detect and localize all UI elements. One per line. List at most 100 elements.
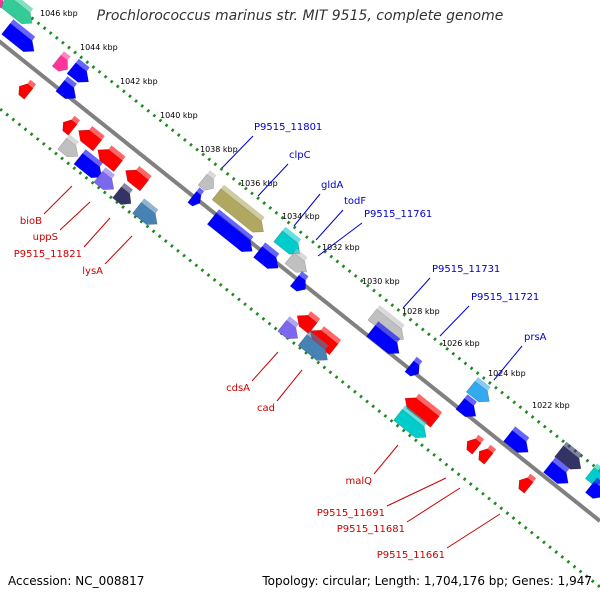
track-dot	[384, 298, 389, 303]
track-dot	[176, 248, 180, 253]
track-dot	[96, 185, 101, 190]
track-dot	[365, 399, 369, 404]
gene-arrow-top	[552, 457, 570, 473]
track-dot	[182, 253, 186, 258]
track-dot	[189, 142, 193, 147]
track-dot	[548, 429, 553, 434]
track-dot	[244, 186, 248, 191]
track-dot	[23, 127, 28, 132]
track-dot	[91, 65, 96, 69]
gene-arrow-top	[464, 394, 477, 406]
forward-gene-label: clpC	[289, 150, 311, 161]
track-dot	[72, 166, 77, 171]
gene-arrow	[455, 397, 477, 418]
track-dot	[450, 467, 455, 472]
track-dot	[280, 215, 285, 220]
track-dot	[487, 496, 491, 501]
track-dot	[176, 133, 181, 137]
track-dot	[84, 175, 89, 180]
track-dot	[231, 176, 236, 181]
track-dot	[170, 128, 175, 133]
track-dot	[584, 574, 589, 579]
gene-arrow-top	[475, 434, 485, 444]
track-dot	[371, 404, 376, 409]
track-dot	[481, 491, 485, 496]
track-dot	[469, 366, 474, 371]
gene-arrow	[393, 408, 427, 439]
label-leader-line	[83, 217, 111, 248]
track-dot	[524, 410, 529, 414]
reverse-gene-label: cdsA	[226, 383, 250, 394]
track-dot	[396, 308, 401, 312]
gene-arrow	[206, 212, 253, 253]
track-dot	[237, 297, 241, 302]
track-dot	[36, 21, 41, 26]
track-dot	[335, 259, 340, 264]
reverse-gene-label: uppS	[33, 232, 58, 243]
gene-arrow-top	[64, 76, 77, 88]
track-dot	[298, 346, 302, 350]
gene-arrow-top	[71, 115, 81, 125]
track-dot	[340, 380, 345, 384]
track-dot	[201, 152, 206, 157]
track-dot	[17, 122, 22, 127]
gene-arrow-top	[307, 311, 321, 323]
track-dot	[273, 326, 278, 331]
track-dot	[66, 161, 71, 166]
label-leader-line	[373, 444, 399, 475]
gene-arrow-top	[82, 149, 103, 167]
gene-arrow-top	[413, 356, 423, 366]
track-dot	[596, 584, 600, 589]
label-leader-line	[276, 369, 303, 402]
track-dot	[243, 302, 247, 307]
gene-arrow-top	[262, 242, 280, 258]
gene-arrow-top	[306, 330, 329, 350]
track-dot	[517, 520, 522, 525]
gene-arrow-top	[376, 305, 405, 329]
outer-tick-track	[6, 0, 600, 473]
reverse-gene-label: P9515_11691	[317, 508, 385, 519]
track-dot	[30, 16, 35, 21]
track-dot	[585, 458, 590, 463]
label-leader-line	[446, 513, 501, 549]
track-dot	[494, 385, 498, 390]
track-dot	[103, 74, 108, 79]
track-dot	[212, 278, 217, 282]
kbp-label: 1026 kbp	[442, 339, 480, 348]
track-dot	[457, 356, 462, 361]
track-dot	[42, 26, 47, 31]
label-leader-line	[315, 209, 344, 241]
track-dot	[127, 209, 132, 214]
track-dot	[311, 240, 315, 244]
track-dot	[61, 40, 65, 45]
track-dot	[560, 555, 565, 559]
gene-arrow	[132, 201, 158, 225]
gene-arrow	[62, 119, 78, 136]
track-dot	[590, 579, 595, 584]
track-dot	[372, 288, 376, 293]
kbp-label: 1042 kbp	[120, 77, 158, 86]
track-dot	[224, 287, 229, 292]
track-dot	[439, 342, 443, 346]
track-dot	[420, 327, 425, 332]
track-dot	[250, 191, 254, 196]
track-dot	[11, 117, 16, 122]
track-dot	[530, 414, 535, 419]
label-leader-line	[406, 487, 461, 523]
gene-labels: P9515_11801clpCgldAtodFP9515_11761P9515_…	[14, 122, 547, 561]
track-dot	[383, 414, 388, 418]
gene-arrow-top	[108, 145, 126, 161]
gene-arrow-top	[594, 463, 600, 473]
track-dot	[591, 463, 596, 468]
track-dot	[48, 31, 53, 35]
track-dot	[54, 35, 59, 40]
gene-arrow-top	[286, 316, 299, 328]
track-dot	[304, 350, 308, 355]
track-dot	[79, 55, 84, 60]
track-dot	[420, 443, 424, 448]
track-dot	[402, 312, 407, 317]
label-leader-line	[59, 201, 91, 231]
track-dot	[298, 230, 303, 235]
reverse-gene-label: bioB	[20, 216, 42, 227]
track-dot	[262, 201, 267, 206]
